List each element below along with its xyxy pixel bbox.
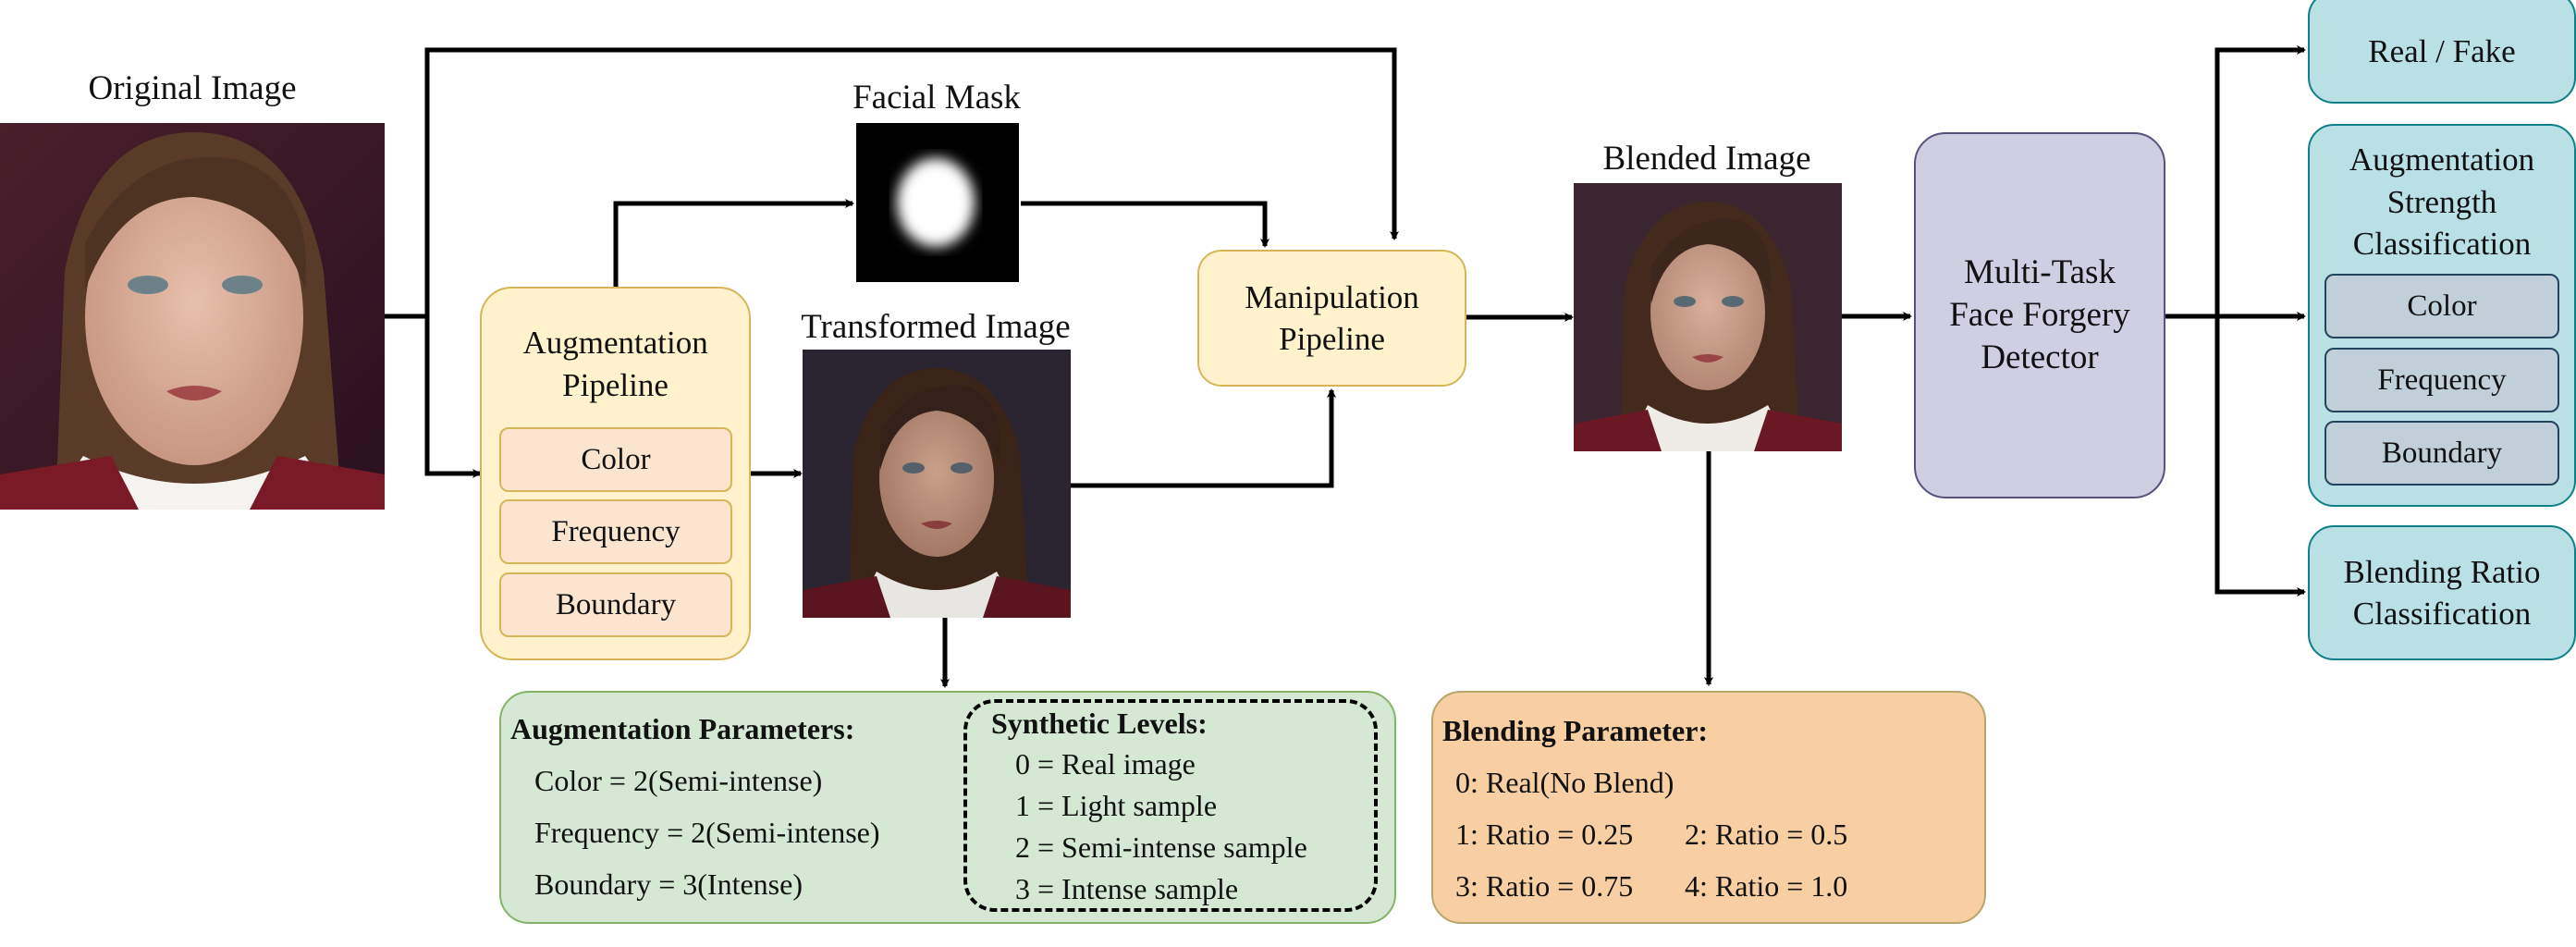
aug-params-line-boundary: Boundary = 3(Intense) bbox=[534, 867, 803, 901]
synthetic-level-0: 0 = Real image bbox=[1015, 747, 1196, 781]
blending-param-line0: 0: Real(No Blend) bbox=[1455, 766, 1674, 799]
aug-strength-title: Augmentation Strength Classification bbox=[2349, 141, 2535, 262]
transformed-face-image bbox=[803, 350, 1071, 618]
blending-param-line2a: 3: Ratio = 0.75 bbox=[1455, 869, 1634, 903]
original-image-label: Original Image bbox=[88, 69, 297, 107]
aug-params-line-frequency: Frequency = 2(Semi-intense) bbox=[534, 816, 880, 849]
original-face-image bbox=[0, 123, 385, 510]
synthetic-level-1: 1 = Light sample bbox=[1015, 789, 1218, 822]
augmentation-item-color: Color bbox=[499, 427, 732, 492]
arrow-original-to-augmentation bbox=[424, 316, 482, 478]
blended-face-image bbox=[1574, 183, 1842, 451]
aug-params-line-color: Color = 2(Semi-intense) bbox=[534, 764, 823, 797]
aug-strength-item-color: Color bbox=[2325, 274, 2559, 338]
blending-ratio-title: Blending Ratio Classification bbox=[2343, 553, 2541, 633]
detector-title: Multi-Task Face Forgery Detector bbox=[1949, 252, 2130, 377]
synthetic-level-3: 3 = Intense sample bbox=[1015, 872, 1239, 905]
manipulation-pipeline-title: Manipulation Pipeline bbox=[1245, 278, 1419, 358]
output-real-fake: Real / Fake bbox=[2308, 0, 2576, 104]
blending-param-line1a: 1: Ratio = 0.25 bbox=[1455, 818, 1634, 851]
blending-parameter-panel bbox=[1431, 691, 1986, 924]
augmentation-pipeline-title: Augmentation Pipeline bbox=[522, 325, 708, 403]
facial-mask-label: Facial Mask bbox=[853, 79, 1021, 117]
aug-params-title: Augmentation Parameters: bbox=[510, 712, 855, 745]
arrow-detector-to-ratio bbox=[2214, 316, 2306, 596]
augmentation-parameters-panel bbox=[499, 691, 1396, 924]
output-blending-ratio: Blending Ratio Classification bbox=[2308, 525, 2576, 660]
blending-param-title: Blending Parameter: bbox=[1442, 714, 1709, 747]
arrow-detector-to-realfake bbox=[2214, 45, 2306, 316]
facial-mask-image bbox=[856, 123, 1019, 282]
arrow-augmentation-to-mask bbox=[613, 199, 854, 287]
synthetic-levels-box bbox=[963, 699, 1378, 912]
augmentation-item-frequency: Frequency bbox=[499, 499, 732, 564]
blending-param-line1b: 2: Ratio = 0.5 bbox=[1685, 818, 1848, 851]
synthetic-levels-title: Synthetic Levels: bbox=[991, 707, 1208, 740]
arrow-mask-to-manipulation bbox=[1021, 201, 1270, 248]
aug-strength-item-boundary: Boundary bbox=[2325, 421, 2559, 486]
synthetic-level-2: 2 = Semi-intense sample bbox=[1015, 830, 1307, 864]
manipulation-pipeline: Manipulation Pipeline bbox=[1197, 250, 1466, 387]
multi-task-detector: Multi-Task Face Forgery Detector bbox=[1914, 132, 2165, 498]
arrow-original-to-manipulation bbox=[385, 47, 1399, 319]
aug-strength-item-frequency: Frequency bbox=[2325, 348, 2559, 412]
blended-image-label: Blended Image bbox=[1602, 140, 1811, 178]
transformed-image-label: Transformed Image bbox=[801, 308, 1071, 346]
augmentation-item-boundary: Boundary bbox=[499, 572, 732, 637]
arrow-transformed-to-manipulation bbox=[1071, 388, 1336, 488]
blending-param-line2b: 4: Ratio = 1.0 bbox=[1685, 869, 1848, 903]
